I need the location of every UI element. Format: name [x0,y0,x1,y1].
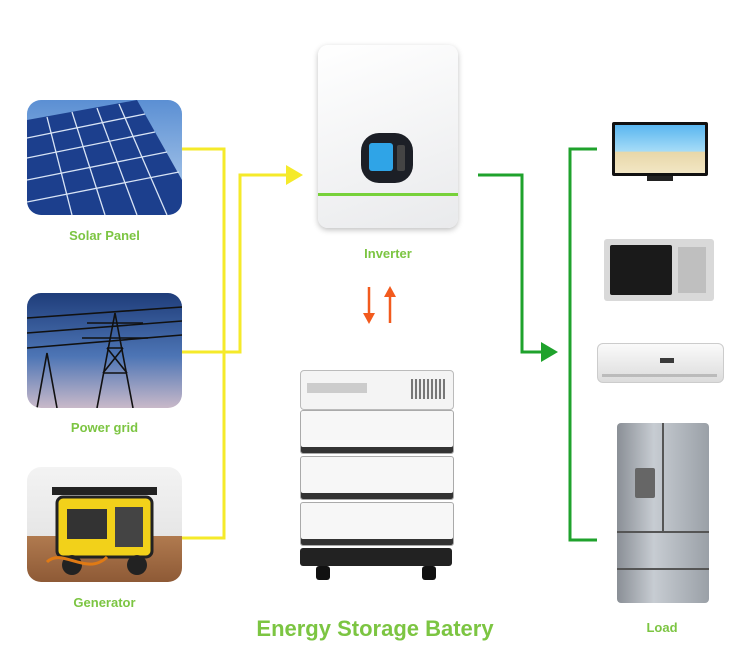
inverter-buttons [397,145,405,171]
inverter-display-bezel [361,133,413,183]
output-lines [478,147,597,542]
tv-icon [612,122,708,184]
input-lines [182,147,290,540]
diagram-title: Energy Storage Batery [256,616,494,641]
battery-base [300,548,452,566]
battery-control-module [300,370,454,410]
charge-discharge-arrows [363,286,396,324]
generator-icon [45,487,157,575]
inverter-screen [369,143,393,171]
inverter-icon [318,45,458,228]
inverter-label: Inverter [364,246,412,261]
refrigerator-icon [617,423,709,603]
battery-module-3 [300,502,454,546]
solar-panel-icon [27,100,182,215]
load-label: Load [646,620,678,635]
source-label-grid: Power grid [70,420,139,435]
battery-stack-icon [300,370,454,582]
generator-image [27,467,182,582]
source-label-solar: Solar Panel [69,228,140,243]
battery-foot-right [422,566,436,580]
power-grid-image [27,293,182,408]
air-conditioner-icon [597,343,724,383]
battery-foot-left [316,566,330,580]
battery-module-1 [300,410,454,454]
source-label-generator: Generator [73,595,136,610]
solar-panel-image [27,100,182,215]
output-arrowhead [541,342,558,362]
battery-module-2 [300,456,454,500]
input-arrowhead [286,165,303,185]
inverter-led-strip [318,193,458,196]
transmission-tower-icon [27,306,182,408]
microwave-icon [604,239,714,301]
